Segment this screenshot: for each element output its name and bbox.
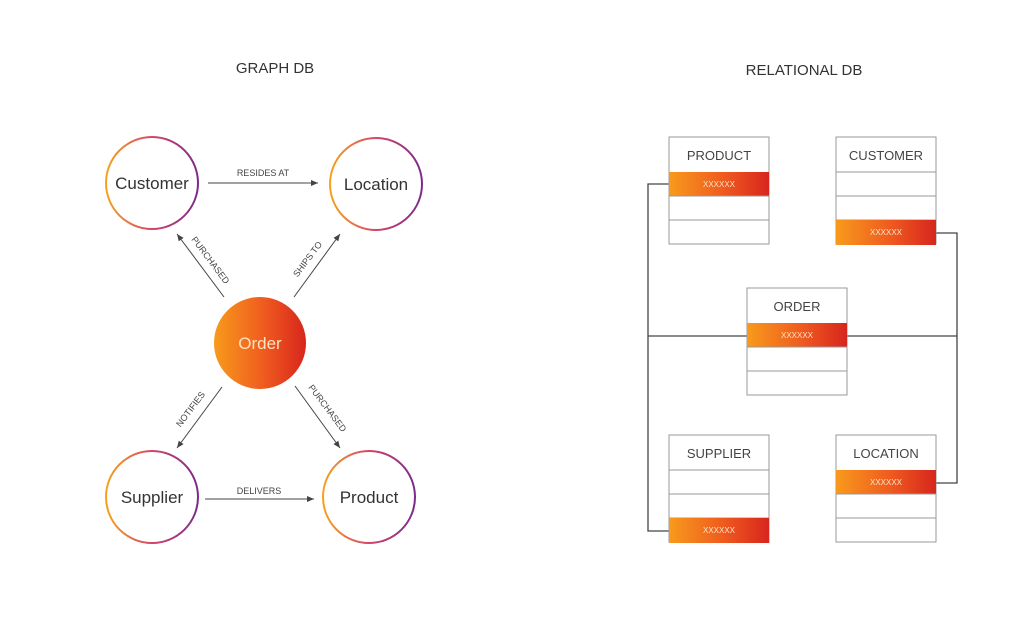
table-name: PRODUCT [687, 148, 751, 163]
key-field: XXXXXX [870, 478, 903, 487]
node-location: Location [329, 137, 423, 231]
key-row [669, 172, 769, 197]
table-name: CUSTOMER [849, 148, 923, 163]
svg-text:Order: Order [238, 334, 282, 353]
table-order: ORDER XXXXXX [746, 287, 848, 396]
key-row [836, 470, 936, 495]
node-product: Product [322, 450, 416, 544]
table-row [835, 171, 937, 197]
table-row [746, 370, 848, 396]
table-row [835, 195, 937, 221]
edge-purchased-customer [176, 233, 225, 298]
table-row [668, 219, 770, 245]
table-name: LOCATION [853, 446, 919, 461]
table-customer: CUSTOMER XXXXXX [835, 136, 937, 245]
key-field: XXXXXX [870, 228, 903, 237]
key-row [747, 323, 847, 348]
svg-text:Supplier: Supplier [121, 488, 184, 507]
key-field: XXXXXX [703, 526, 736, 535]
graph-db-title: GRAPH DB [236, 60, 314, 77]
table-row [746, 346, 848, 372]
key-field: XXXXXX [703, 180, 736, 189]
label-delivers: DELIVERS [237, 486, 282, 496]
graph-edges [176, 180, 341, 502]
edge-ships-to [293, 233, 341, 298]
table-row [835, 493, 937, 519]
edge-notifies [176, 386, 223, 449]
table-name: ORDER [774, 299, 821, 314]
table-location: LOCATION XXXXXX [835, 434, 937, 543]
table-row [668, 493, 770, 519]
tables: PRODUCTXXXXXXCUSTOMERXXXXXXORDERXXXXXXSU… [668, 136, 937, 543]
key-row [669, 518, 769, 543]
table-supplier: SUPPLIER XXXXXX [668, 434, 770, 543]
key-row [836, 220, 936, 245]
svg-text:Customer: Customer [115, 174, 189, 193]
relational-db-title: RELATIONAL DB [746, 62, 863, 79]
node-supplier: Supplier [105, 450, 199, 544]
label-notifies: NOTIFIES [174, 390, 207, 429]
key-field: XXXXXX [781, 331, 814, 340]
edge-purchased-product [294, 385, 341, 449]
table-name: SUPPLIER [687, 446, 751, 461]
label-purchased-product: PURCHASED [306, 383, 348, 435]
label-resides-at: RESIDES AT [237, 168, 290, 178]
table-row [668, 195, 770, 221]
node-order: Order [214, 297, 306, 389]
table-product: PRODUCT XXXXXX [668, 136, 770, 245]
svg-text:Location: Location [344, 175, 408, 194]
table-row [668, 469, 770, 495]
table-row [835, 517, 937, 543]
node-customer: Customer [105, 136, 199, 230]
svg-text:Product: Product [340, 488, 399, 507]
label-ships-to: SHIPS TO [291, 240, 324, 279]
